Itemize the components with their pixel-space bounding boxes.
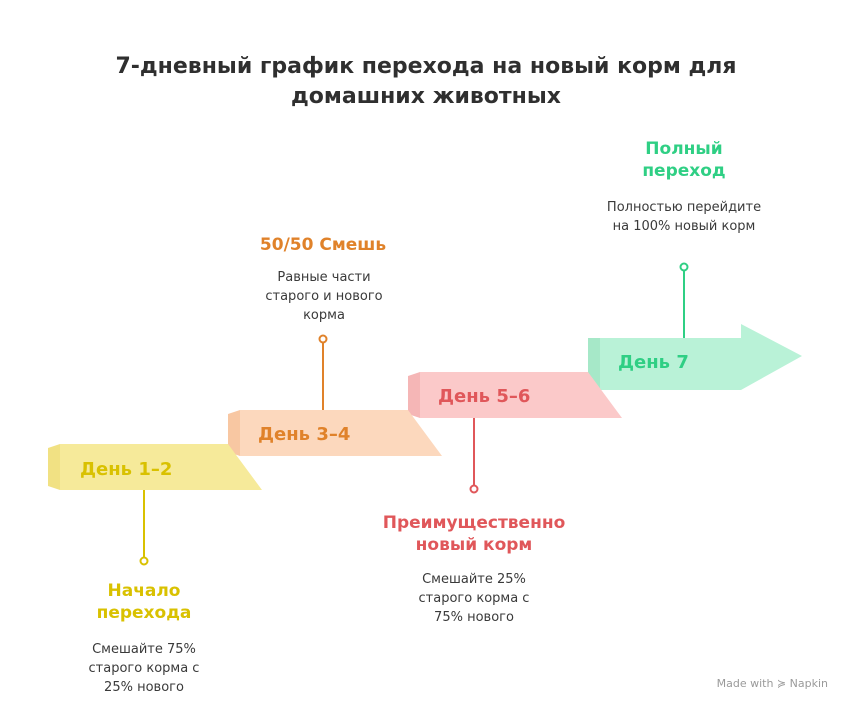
step-4-day-label: День 7 — [618, 352, 689, 373]
connector-step-2 — [318, 334, 328, 410]
step-2-band — [240, 410, 442, 456]
step-3-description: Смешайте 25% старого корма с 75% нового — [418, 572, 530, 625]
connector-step-1 — [139, 490, 149, 566]
step-1-band — [60, 444, 262, 490]
step-2-edge — [228, 410, 240, 456]
step-1-heading: Начало перехода — [96, 581, 192, 623]
step-1-description: Смешайте 75% старого корма с 25% нового — [88, 642, 200, 695]
step-1-day-label: День 1–2 — [80, 459, 173, 480]
step-3-heading: Преимущественно новый корм — [382, 513, 566, 555]
step-2-heading: 50/50 Смешь — [259, 235, 387, 255]
step-1-edge — [48, 444, 60, 490]
step-3-edge — [408, 372, 420, 418]
step-3-day-label: День 5–6 — [438, 386, 531, 407]
step-2-day-label: День 3–4 — [258, 424, 351, 445]
step-4-heading: Полный переход — [642, 139, 726, 181]
step-4-description: Полностью перейдите на 100% новый корм — [606, 200, 762, 234]
napkin-footer: Made with ≽ Napkin — [716, 677, 828, 690]
connector-step-3 — [469, 418, 479, 494]
connector-step-4 — [679, 262, 689, 338]
step-3-band — [420, 372, 622, 418]
diagram-title: 7-дневный график перехода на новый корм … — [115, 54, 737, 109]
step-4-arrow — [600, 324, 802, 390]
step-2-description: Равные части старого и нового корма — [265, 270, 383, 323]
